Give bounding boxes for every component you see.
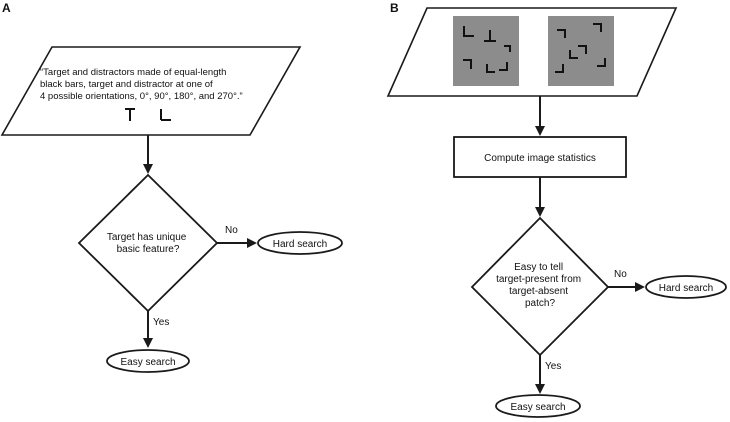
target-present-glyphs [463,26,511,73]
patch-glyph-l [597,58,606,67]
target-absent-glyphs [555,23,606,73]
panel-a-hard-search-terminal [257,231,343,255]
patch-glyph-l [578,45,587,54]
patch-glyph-l [557,29,566,38]
panel-a-easy-search-terminal [106,349,190,373]
panel-a-input-text: “Target and distractors made of equal-le… [40,67,243,102]
panel-a-input-line-3: 4 possible orientations, 0°, 90°, 180°, … [40,91,243,102]
panel-a-decision-line-2: basic feature? [117,244,180,255]
panel-a-easy-search-label: Easy search [120,357,175,368]
panel-a-input-parallelogram [0,46,302,136]
panel-a-decision-diamond [77,173,219,313]
patch-glyph-l [555,64,564,73]
panel-b-hard-search-terminal [645,275,727,299]
panel-a-yes-label: Yes [153,317,169,328]
panel-a-label: A [2,1,11,15]
panel-b-no-label: No [614,269,627,280]
compute-statistics-box [453,136,627,178]
patch-glyph-l [569,50,578,59]
panel-b-easy-search-label: Easy search [510,402,565,413]
panel-b-yes-label: Yes [545,361,561,372]
panel-b-decision-line-2: target-present from [496,274,581,285]
patch-glyph-l [486,64,495,73]
distractor-l-glyph [160,109,171,121]
panel-b-label: B [390,1,399,15]
patch-glyph-l [504,45,511,52]
panel-b-decision-text: Easy to tell target-present from target-… [496,262,584,309]
panel-a-input-line-1: “Target and distractors made of equal-le… [40,67,226,78]
panel-b-easy-search-terminal [495,394,581,418]
panel-b-decision-line-3: target-absent [509,286,568,297]
panel-a-decision-text: Target has unique basic feature? [107,232,189,255]
patch-glyph-l [463,59,472,69]
panel-a-hard-search-label: Hard search [273,239,327,250]
panel-a-input-line-2: black bars, target and distractor at one… [40,79,213,90]
panel-a-no-label: No [225,225,238,236]
panel-b-hard-search-label: Hard search [659,283,713,294]
panel-a-decision-line-1: Target has unique [107,232,187,243]
patch-glyph-l [463,26,474,37]
patch-glyph-l [593,23,602,32]
panel-b-image-parallelogram [386,7,678,97]
panel-b-decision-line-1: Easy to tell [514,262,563,273]
target-t-glyph [125,108,135,121]
panel-b-decision-line-4: patch? [525,298,555,309]
patch-glyph-l [499,62,508,71]
compute-statistics-label: Compute image statistics [484,153,596,164]
target-absent-patch [548,16,614,86]
